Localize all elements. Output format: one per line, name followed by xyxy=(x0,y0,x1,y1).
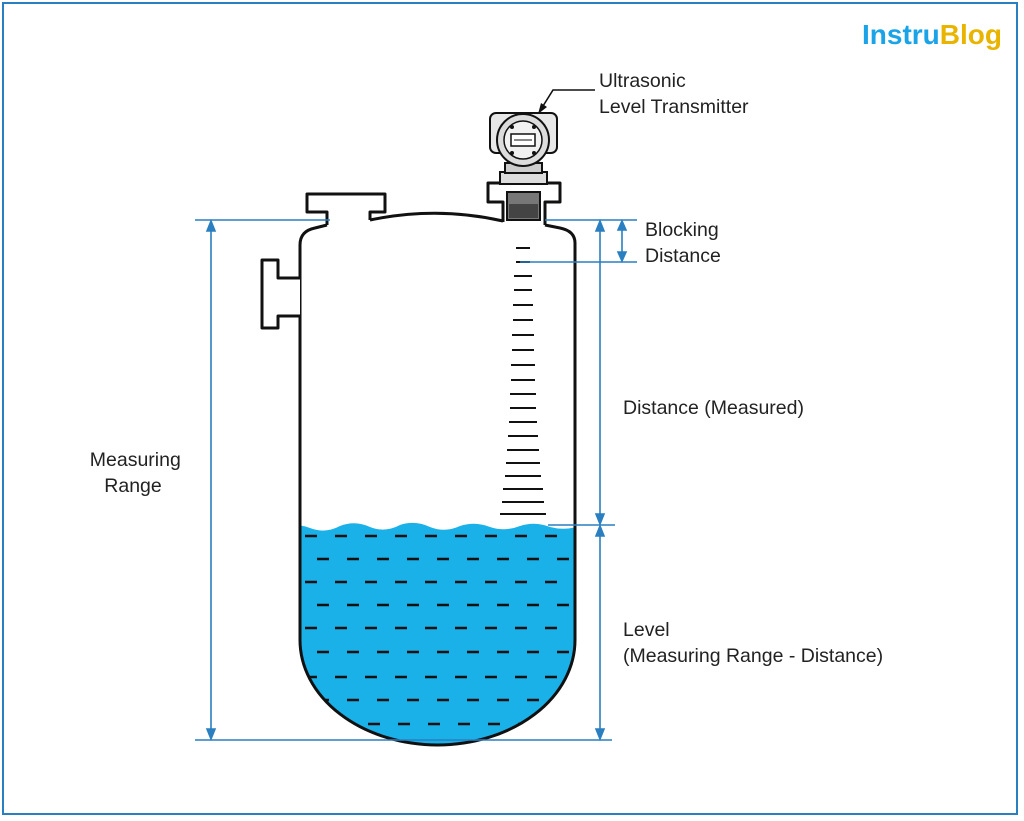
tank-outline xyxy=(298,211,577,747)
logo-part-2: Blog xyxy=(940,19,1002,50)
transmitter-pointer xyxy=(538,89,595,114)
ultrasonic-waves xyxy=(500,247,546,515)
transmitter-label-line-1: Ultrasonic xyxy=(599,70,686,92)
blocking-distance-label-line-2: Distance xyxy=(645,245,721,267)
liquid xyxy=(300,522,575,745)
side-nozzle xyxy=(260,258,300,330)
level-label-line-2: (Measuring Range - Distance) xyxy=(623,645,883,667)
blocking-distance-label: Blocking Distance xyxy=(645,219,724,267)
transmitter-label-line-2: Level Transmitter xyxy=(599,96,749,118)
logo-part-1: Instru xyxy=(862,19,940,50)
level-label-line-1: Level xyxy=(623,619,670,641)
level-label: Level (Measuring Range - Distance) xyxy=(623,619,883,667)
measuring-range-label-line-1: Measuring xyxy=(90,449,181,471)
transmitter-label: Ultrasonic Level Transmitter xyxy=(599,70,749,118)
blocking-distance-label-line-1: Blocking xyxy=(645,219,719,241)
measuring-range-label-line-2: Range xyxy=(104,475,161,497)
liquid-dash-marks xyxy=(305,534,575,726)
ultrasonic-transmitter xyxy=(489,112,558,221)
brand-logo: InstruBlog xyxy=(862,19,1002,50)
measuring-range-label: Measuring Range xyxy=(90,449,186,497)
distance-label: Distance (Measured) xyxy=(623,397,804,419)
top-nozzle xyxy=(305,192,387,225)
dimension-lines xyxy=(195,218,637,742)
